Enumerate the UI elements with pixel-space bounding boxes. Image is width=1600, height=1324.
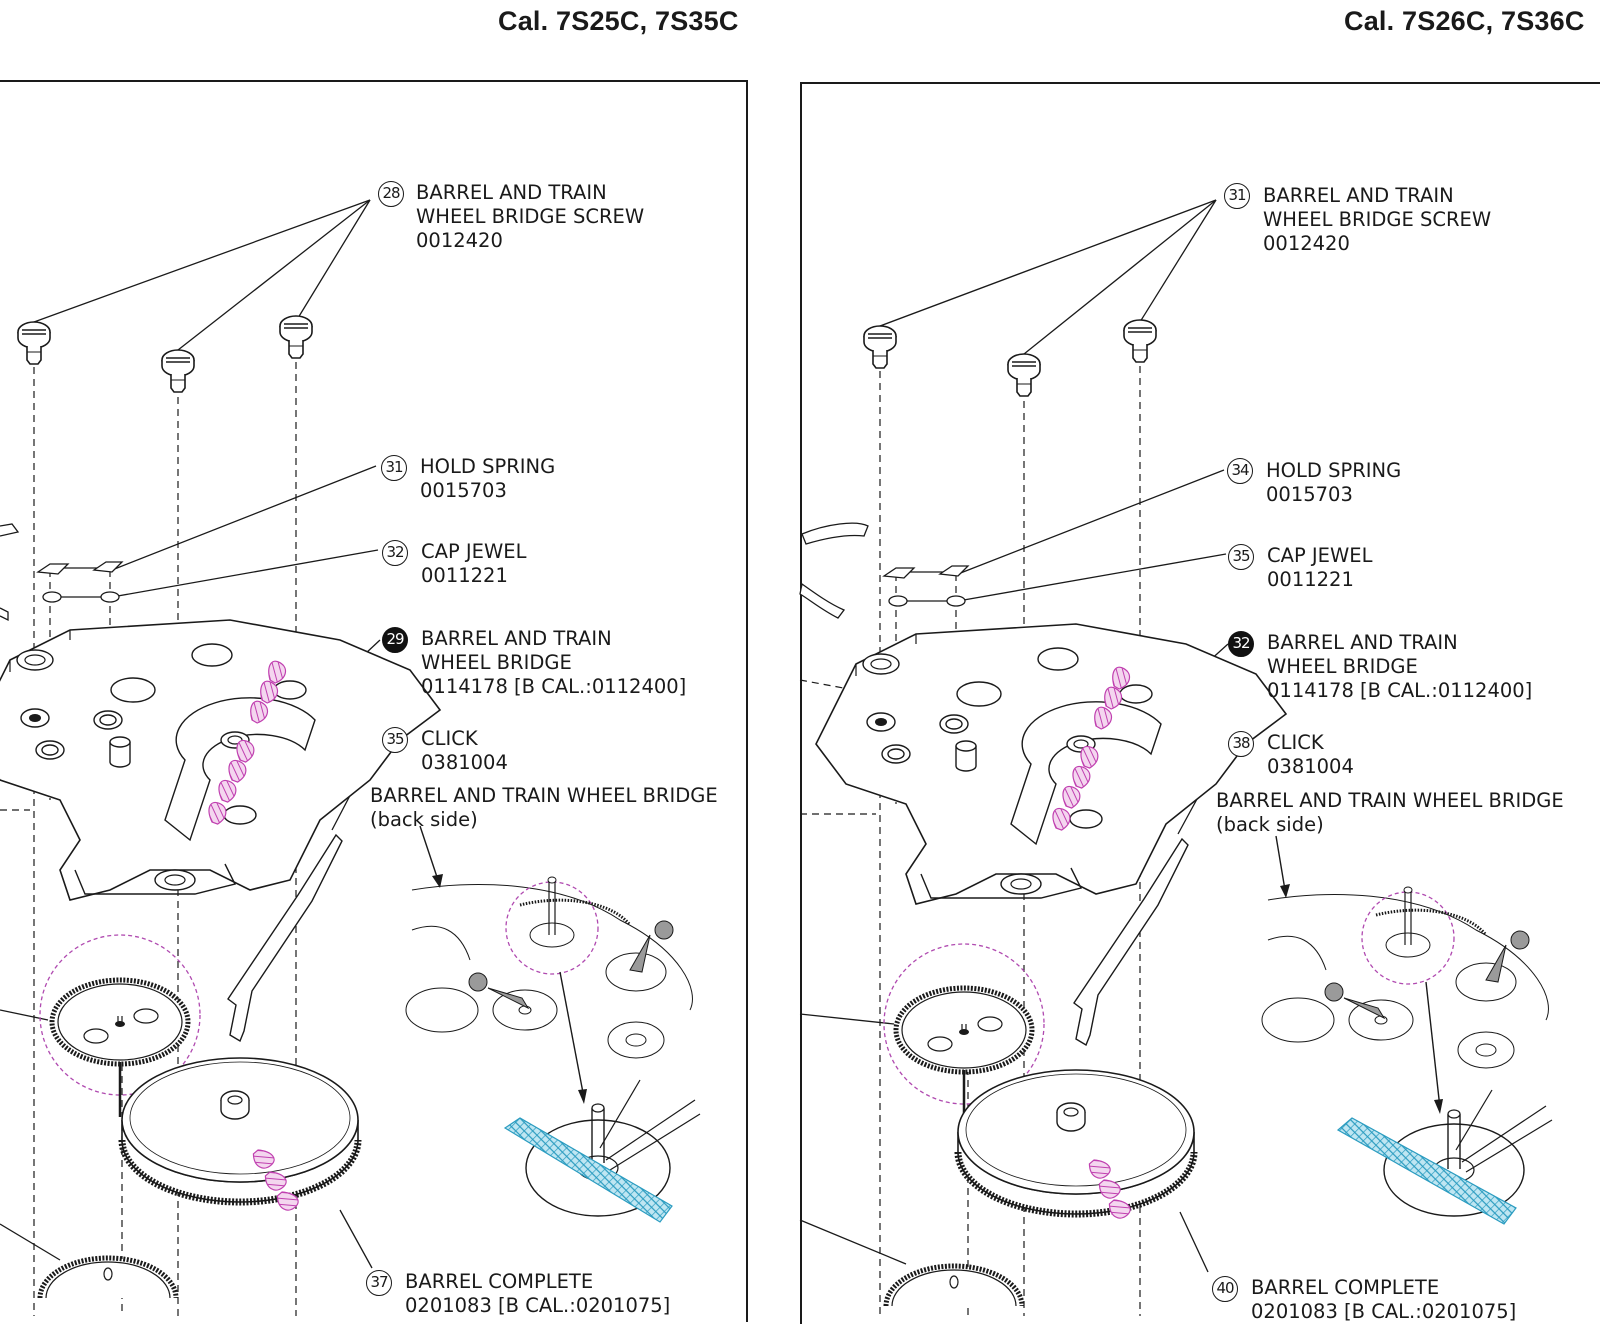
callout-number-bridge-right: 32 — [1228, 631, 1254, 657]
callout-number-bridge-left: 29 — [382, 627, 408, 653]
jewel-name: CAP JEWEL — [421, 540, 527, 563]
right-calibre-title: Cal. 7S26C, 7S36C — [1344, 6, 1585, 36]
barrel-label-left: BARREL COMPLETE 0201083 [B CAL.:0201075] — [405, 1270, 670, 1318]
screw-name-line2: WHEEL BRIDGE SCREW — [416, 205, 645, 228]
callout-number-spring-right: 34 — [1227, 458, 1253, 484]
click-name: CLICK — [421, 727, 478, 750]
barrel-name: BARREL COMPLETE — [1251, 1276, 1440, 1299]
left-calibre-title: Cal. 7S25C, 7S35C — [498, 6, 739, 36]
callout-number-barrel-left: 37 — [366, 1270, 392, 1296]
click-label-left: CLICK 0381004 — [421, 727, 508, 775]
backside-caption-line1: BARREL AND TRAIN WHEEL BRIDGE — [1216, 789, 1564, 812]
click-part-code: 0381004 — [1267, 755, 1354, 778]
click-label-right: CLICK 0381004 — [1267, 731, 1354, 779]
callout-number-spring-left: 31 — [381, 455, 407, 481]
backside-caption-line2: (back side) — [1216, 813, 1324, 836]
click-name: CLICK — [1267, 731, 1324, 754]
spring-name: HOLD SPRING — [1266, 459, 1402, 482]
callout-number-click-right: 38 — [1228, 731, 1254, 757]
callout-number-click-left: 35 — [382, 727, 408, 753]
left-diagram-panel — [0, 80, 748, 1322]
screw-name-line1: BARREL AND TRAIN — [1263, 184, 1454, 207]
spring-part-code: 0015703 — [1266, 483, 1353, 506]
barrel-name: BARREL COMPLETE — [405, 1270, 594, 1293]
screw-label-right: BARREL AND TRAIN WHEEL BRIDGE SCREW 0012… — [1263, 184, 1491, 256]
backside-detail-left — [405, 825, 701, 1223]
bridge-part-code: 0114178 [B CAL.:0112400] — [421, 675, 687, 698]
bridge-label-right: BARREL AND TRAIN WHEEL BRIDGE 0114178 [B… — [1267, 631, 1532, 703]
bridge-name-line2: WHEEL BRIDGE — [421, 651, 572, 674]
right-diagram-panel — [800, 82, 1600, 1324]
backside-caption-line1: BARREL AND TRAIN WHEEL BRIDGE — [370, 784, 718, 807]
bridge-label-left: BARREL AND TRAIN WHEEL BRIDGE 0114178 [B… — [421, 627, 686, 699]
callout-number-jewel-right: 35 — [1228, 544, 1254, 570]
spring-part-code: 0015703 — [420, 479, 507, 502]
screw-name-line1: BARREL AND TRAIN — [416, 181, 607, 204]
callout-number-screw-left: 28 — [378, 181, 404, 207]
screw-part-code: 0012420 — [416, 229, 503, 252]
right-drawing — [799, 199, 1553, 1316]
screw-name-line2: WHEEL BRIDGE SCREW — [1263, 208, 1492, 231]
bridge-name-line2: WHEEL BRIDGE — [1267, 655, 1418, 678]
spring-label-left: HOLD SPRING 0015703 — [420, 455, 555, 503]
bridge-name-line1: BARREL AND TRAIN — [1267, 631, 1458, 654]
backside-detail-right — [1261, 835, 1553, 1225]
callout-number-barrel-right: 40 — [1212, 1276, 1238, 1302]
bridge-name-line1: BARREL AND TRAIN — [421, 627, 612, 650]
spring-name: HOLD SPRING — [420, 455, 556, 478]
jewel-part-code: 0011221 — [1267, 568, 1354, 591]
spring-label-right: HOLD SPRING 0015703 — [1266, 459, 1401, 507]
barrel-part-code: 0201083 [B CAL.:0201075] — [1251, 1300, 1517, 1323]
jewel-name: CAP JEWEL — [1267, 544, 1373, 567]
backside-caption-line2: (back side) — [370, 808, 478, 831]
backside-caption-left: BARREL AND TRAIN WHEEL BRIDGE (back side… — [370, 784, 718, 832]
callout-number-jewel-left: 32 — [382, 540, 408, 566]
jewel-label-right: CAP JEWEL 0011221 — [1267, 544, 1372, 592]
callout-number-screw-right: 31 — [1224, 183, 1250, 209]
barrel-part-code: 0201083 [B CAL.:0201075] — [405, 1294, 671, 1317]
screw-part-code: 0012420 — [1263, 232, 1350, 255]
bridge-part-code: 0114178 [B CAL.:0112400] — [1267, 679, 1533, 702]
jewel-part-code: 0011221 — [421, 564, 508, 587]
screw-label-left: BARREL AND TRAIN WHEEL BRIDGE SCREW 0012… — [416, 181, 644, 253]
backside-caption-right: BARREL AND TRAIN WHEEL BRIDGE (back side… — [1216, 789, 1564, 837]
click-part-code: 0381004 — [421, 751, 508, 774]
left-drawing — [0, 199, 701, 1316]
barrel-label-right: BARREL COMPLETE 0201083 [B CAL.:0201075] — [1251, 1276, 1516, 1324]
jewel-label-left: CAP JEWEL 0011221 — [421, 540, 526, 588]
